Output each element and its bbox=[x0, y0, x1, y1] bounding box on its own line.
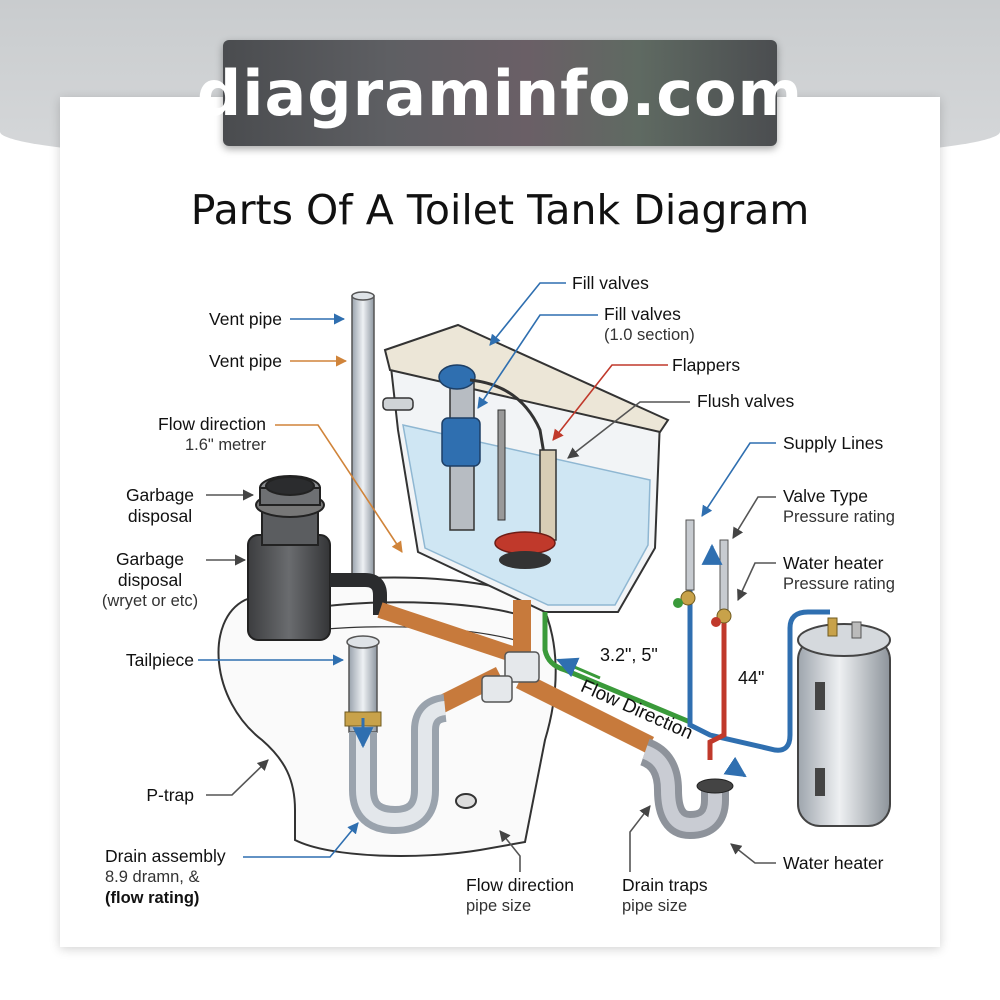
label-valve-type-line1: Valve Type bbox=[783, 486, 868, 506]
vent-pipe bbox=[351, 291, 375, 587]
label-water-heater: Water heater bbox=[783, 853, 884, 873]
label-water-heater-pressure-line2: Pressure rating bbox=[783, 575, 895, 593]
label-supply-lines: Supply Lines bbox=[783, 433, 884, 453]
label-valve-type-line2: Pressure rating bbox=[783, 508, 895, 526]
label-flow-direction: Flow direction 1.6" metrer bbox=[158, 414, 266, 456]
label-vent-pipe-1: Vent pipe bbox=[209, 309, 282, 329]
dimension-label-heater: 44" bbox=[738, 668, 765, 688]
label-flow-direction-bottom-line1: Flow direction bbox=[466, 875, 574, 895]
label-garbage-disposal-1: Garbage disposal bbox=[110, 485, 210, 527]
drain-pipes bbox=[377, 600, 655, 754]
label-garbage-disposal-1-line1: Garbage bbox=[125, 485, 195, 505]
flow-arrows bbox=[352, 543, 747, 778]
label-flow-direction-bottom-line2: pipe size bbox=[466, 897, 532, 915]
watermark-banner: diagraminfo.com bbox=[197, 40, 802, 146]
label-flow-direction-line1: Flow direction bbox=[158, 414, 266, 434]
label-flappers: Flappers bbox=[672, 355, 741, 375]
label-drain-traps-line1: Drain traps bbox=[622, 875, 708, 895]
toilet-tank bbox=[382, 323, 670, 613]
label-water-heater-pressure-line1: Water heater bbox=[783, 553, 884, 573]
label-drain-assembly-line3: (flow rating) bbox=[105, 889, 200, 907]
label-flush-valves: Flush valves bbox=[697, 391, 795, 411]
label-garbage-disposal-2-line2: disposal bbox=[117, 570, 183, 590]
drain-trap bbox=[639, 738, 734, 840]
label-water-heater-pressure: Water heater Pressure rating bbox=[783, 553, 895, 595]
label-fill-valves-2-line2: (1.0 section) bbox=[604, 326, 695, 344]
callout-leaders bbox=[198, 282, 776, 872]
label-tailpiece: Tailpiece bbox=[125, 650, 194, 670]
p-trap bbox=[344, 635, 448, 835]
label-drain-assembly: Drain assembly 8.9 dramn, & (flow rating… bbox=[105, 846, 226, 909]
label-flow-direction-bottom: Flow direction pipe size bbox=[466, 875, 574, 917]
water-heater bbox=[797, 617, 891, 827]
label-garbage-disposal-2-line1: Garbage bbox=[115, 549, 185, 569]
label-p-trap: P-trap bbox=[146, 785, 194, 805]
label-fill-valves-2-line1: Fill valves bbox=[604, 304, 681, 324]
label-fill-valves-2: Fill valves (1.0 section) bbox=[604, 304, 695, 346]
watermark-text: diagraminfo.com bbox=[196, 56, 804, 130]
label-drain-traps-line2: pipe size bbox=[622, 897, 688, 915]
page-title: Parts Of A Toilet Tank Diagram bbox=[190, 186, 810, 234]
label-garbage-disposal-2-line3: (wryet or etc) bbox=[101, 592, 199, 610]
label-flow-direction-line2: 1.6" metrer bbox=[184, 436, 266, 454]
label-fill-valves-1: Fill valves bbox=[572, 273, 649, 293]
label-vent-pipe-2: Vent pipe bbox=[209, 351, 282, 371]
label-garbage-disposal-2: Garbage disposal (wryet or etc) bbox=[80, 549, 220, 612]
label-drain-assembly-line1: Drain assembly bbox=[105, 846, 226, 866]
label-drain-traps: Drain traps pipe size bbox=[622, 875, 708, 917]
label-drain-assembly-line2: 8.9 dramn, & bbox=[105, 868, 200, 886]
garbage-disposal bbox=[247, 475, 387, 641]
label-valve-type: Valve Type Pressure rating bbox=[783, 486, 895, 528]
dimension-label-supply: 3.2", 5" bbox=[600, 645, 658, 665]
label-garbage-disposal-1-line2: disposal bbox=[127, 506, 193, 526]
